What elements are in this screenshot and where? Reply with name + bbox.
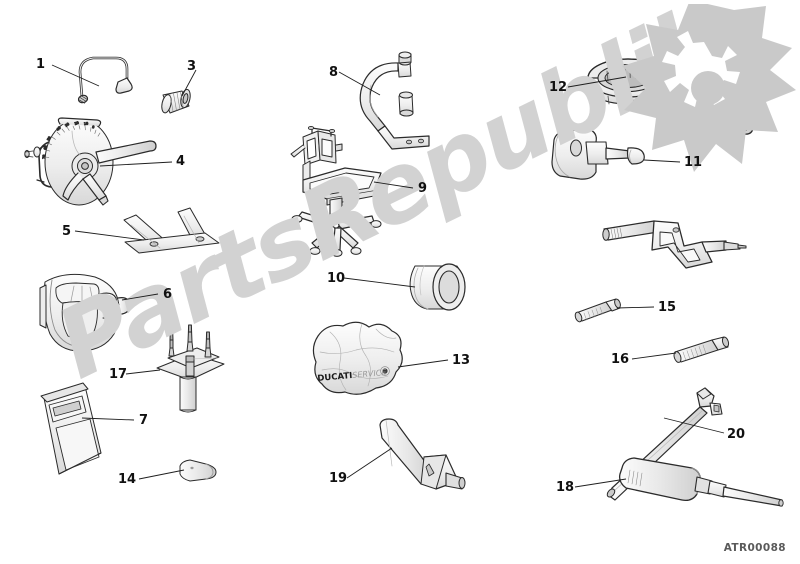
svg-text:10: 10 <box>84 122 89 126</box>
part-19-tube-wrench-tool <box>379 418 466 490</box>
svg-text:60: 60 <box>43 145 48 150</box>
callout-label-20[interactable]: 20 <box>727 427 746 442</box>
part-7-digital-tester <box>40 382 102 475</box>
part-6-clutch-holder-shell <box>39 273 131 352</box>
part-2-c-fork-puller <box>602 220 747 269</box>
callout-label-4[interactable]: 4 <box>176 154 186 169</box>
bag-service-word: SERVICE <box>351 367 387 380</box>
part-5-fork-support-bracket <box>123 207 220 254</box>
svg-text:50: 50 <box>46 136 52 142</box>
callout-label-8[interactable]: 8 <box>329 65 339 80</box>
part-16-knurled-guide-long <box>673 336 730 363</box>
part-1-bent-rod-tool <box>77 56 133 104</box>
callout-label-18[interactable]: 18 <box>556 480 575 495</box>
drawing-code: ATR00088 <box>723 542 786 554</box>
part-10-bearing-ring <box>409 263 466 311</box>
part-8-c-clamp-puller <box>359 51 430 150</box>
callout-label-9[interactable]: 9 <box>418 181 428 196</box>
part-15-knurled-guide-short <box>574 298 621 323</box>
svg-text:70: 70 <box>42 155 46 159</box>
callout-label-13[interactable]: 13 <box>452 353 471 368</box>
part-13-ducati-service-bag <box>312 321 403 395</box>
part-3-knurled-bush <box>161 88 191 114</box>
part-9-engine-support-stand <box>290 125 382 257</box>
callout-label-11[interactable]: 11 <box>684 155 703 170</box>
callout-label-16[interactable]: 16 <box>611 352 630 367</box>
callout-label-15[interactable]: 15 <box>658 300 677 315</box>
callout-label-3[interactable]: 3 <box>187 59 197 74</box>
part-18-pin-driver-handle <box>618 457 784 507</box>
callout-label-19[interactable]: 19 <box>329 471 348 486</box>
callout-label-10[interactable]: 10 <box>327 271 346 286</box>
callout-label-12[interactable]: 12 <box>549 80 568 95</box>
callout-label-7[interactable]: 7 <box>139 413 149 428</box>
callout-label-17[interactable]: 17 <box>109 367 128 382</box>
svg-text:20: 20 <box>74 121 79 126</box>
svg-text:0: 0 <box>92 125 95 129</box>
svg-text:30: 30 <box>64 122 70 128</box>
part-4-degree-wheel-timing-tool: 40 30 20 10 0 50 60 70 <box>24 117 157 206</box>
callout-label-5[interactable]: 5 <box>62 224 72 239</box>
svg-text:40: 40 <box>56 126 62 132</box>
part-17-valve-spring-compressor-plate <box>156 324 225 413</box>
callout-label-14[interactable]: 14 <box>118 472 137 487</box>
callout-label-1[interactable]: 1 <box>36 57 46 72</box>
part-14-tapered-drift <box>179 459 217 482</box>
callout-label-6[interactable]: 6 <box>163 287 173 302</box>
